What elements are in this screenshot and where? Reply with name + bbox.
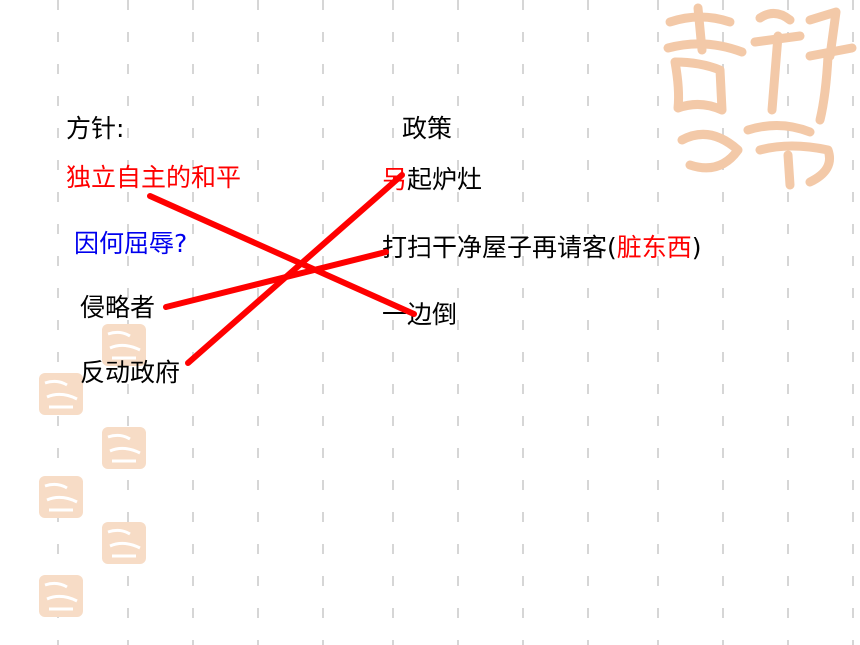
connector-line-peace-to-lean: [147, 193, 417, 317]
right-item-clean-house-red: 脏东西: [616, 233, 692, 262]
small-seal-icon: [102, 324, 146, 366]
small-seal-icon: [39, 575, 83, 617]
right-item-clean-house: 打扫干净屋子再请客(脏东西): [382, 233, 702, 263]
right-item-clean-house-main: 打扫干净屋子再请客(: [382, 233, 617, 262]
connector-line-government-to-new: [185, 172, 405, 366]
left-item-reactionary-government: 反动政府: [80, 358, 181, 387]
small-seal-icon: [102, 522, 146, 564]
left-item-independent-peace: 独立自主的和平: [66, 163, 242, 192]
small-seal-icon: [39, 373, 83, 415]
small-seal-icon: [39, 476, 83, 518]
header-policy-right: 政策: [402, 114, 453, 143]
left-item-aggressors: 侵略者: [80, 293, 156, 322]
decorative-calligraphy-seal-icon: [663, 3, 857, 190]
header-policy-left: 方针:: [66, 114, 125, 143]
right-item-new-start-rest: 起炉灶: [407, 165, 483, 194]
right-item-clean-house-close: ): [691, 233, 702, 262]
left-item-why-humiliation: 因何屈辱?: [74, 229, 188, 258]
right-item-new-start: 另起炉灶: [382, 165, 482, 195]
small-seal-icon: [102, 427, 146, 469]
connector-line-aggressor-to-clean: [163, 249, 389, 310]
